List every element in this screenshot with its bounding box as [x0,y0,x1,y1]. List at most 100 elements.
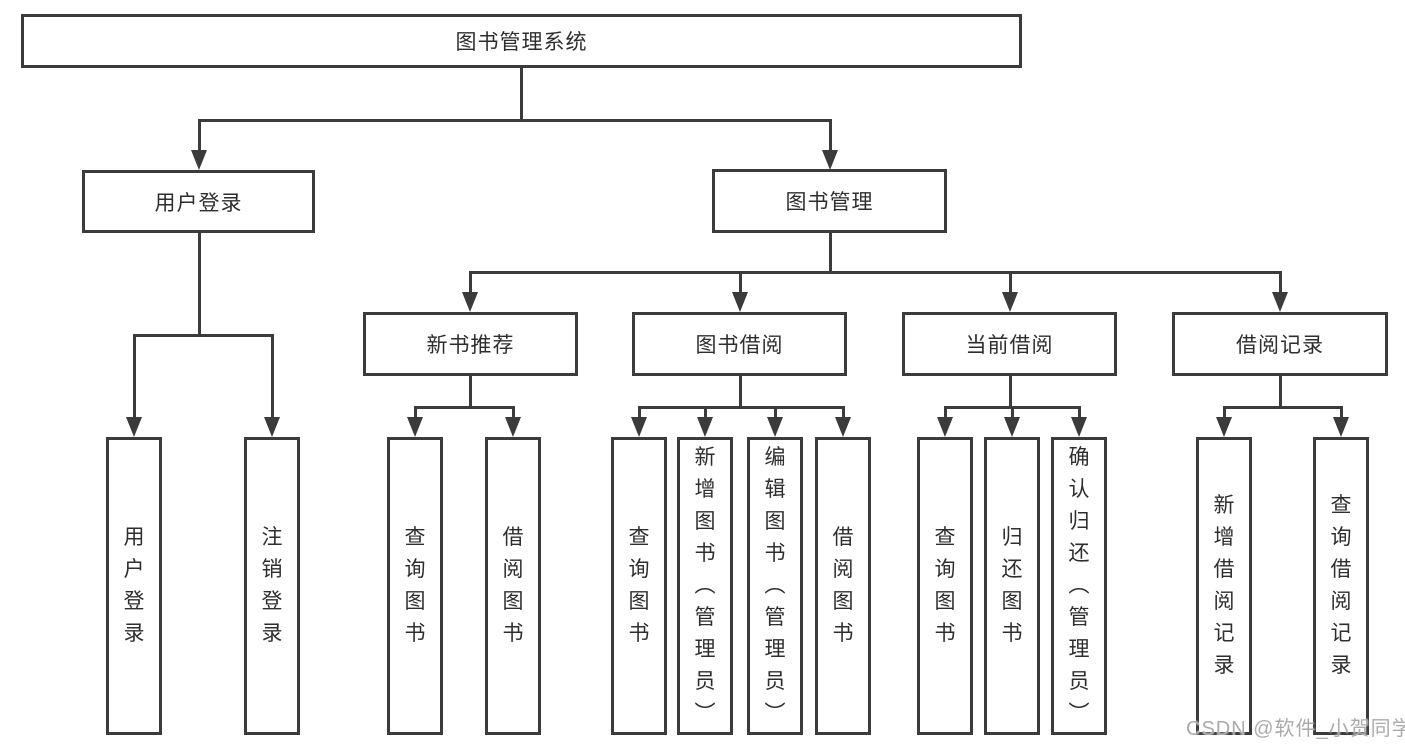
vertical-char: 登 [261,590,283,613]
vertical-char: 还 [1001,558,1023,581]
connector-line [637,407,641,421]
vertical-char: 查 [1330,494,1352,517]
vertical-char: 新 [694,446,716,469]
node-borrowing-records: 借阅记录 [1172,312,1388,376]
connector-line [943,407,947,421]
connector-line [841,407,845,421]
connector-line [828,233,832,272]
arrow-head-icon [937,417,953,437]
vertical-char: 书 [628,622,650,645]
vertical-char: 查 [404,526,426,549]
arrow-head-icon [1272,292,1288,312]
connector-line [132,333,274,337]
connector-line [773,407,777,421]
connector-line [1278,272,1282,296]
arrow-head-icon [1216,417,1232,437]
vertical-char: 图 [694,510,716,533]
arrow-head-icon [835,417,851,437]
vertical-char: 书 [1001,622,1023,645]
vertical-char: 询 [628,558,650,581]
vertical-char: 录 [1213,654,1235,677]
arrow-head-icon [462,292,478,312]
vertical-char: 书 [764,542,786,565]
vertical-char: 销 [261,558,283,581]
arrow-head-icon [264,417,280,437]
arrow-head-icon [1071,417,1087,437]
connector-line [519,68,523,120]
vertical-char: 图 [832,590,854,613]
connector-line [1077,407,1081,421]
arrow-head-icon [767,417,783,437]
node-book-management: 图书管理 [712,169,947,233]
vertical-char: 员 [1068,670,1090,693]
vertical-char: 注 [261,526,283,549]
vertical-char: 阅 [1330,590,1352,613]
node-library-management-system: 图书管理系统 [21,14,1022,68]
leaf-query-books-borrowing: 查询图书 [611,437,667,735]
arrow-head-icon [697,417,713,437]
vertical-char: 图 [502,590,524,613]
vertical-char: 查 [934,526,956,549]
leaf-user-login: 用户登录 [106,437,162,735]
arrow-head-icon [505,417,521,437]
connector-line [468,270,1282,274]
connector-line [197,233,201,336]
connector-line [703,407,707,421]
vertical-char: 理 [764,638,786,661]
vertical-char: 户 [123,558,145,581]
leaf-query-books-recommend: 查询图书 [387,437,443,735]
vertical-char: 书 [404,622,426,645]
vertical-char: 录 [261,622,283,645]
connector-line [1278,376,1282,408]
vertical-char: ︶ [764,702,786,725]
connector-line [1339,407,1343,421]
vertical-char: 询 [1330,526,1352,549]
vertical-char: ︵ [764,574,786,597]
vertical-char: 阅 [502,558,524,581]
arrow-head-icon [1333,417,1349,437]
vertical-char: ︵ [694,574,716,597]
vertical-char: ︶ [694,702,716,725]
connector-line [197,120,201,152]
vertical-char: 书 [694,542,716,565]
vertical-char: 图 [1001,590,1023,613]
vertical-char: 用 [123,526,145,549]
connector-line [738,376,742,408]
connector-line [132,335,136,421]
vertical-char: 记 [1330,622,1352,645]
connector-line [1010,407,1014,421]
node-new-book-recommendation: 新书推荐 [363,312,578,376]
vertical-char: 归 [1068,510,1090,533]
vertical-char: 借 [502,526,524,549]
vertical-char: 询 [934,558,956,581]
vertical-char: ︵ [1068,574,1090,597]
arrow-head-icon [822,150,838,170]
vertical-char: 录 [123,622,145,645]
connector-line [738,272,742,296]
vertical-char: 书 [502,622,524,645]
connector-line [1222,405,1343,409]
leaf-add-book-admin: 新增图书︵管理员︶ [677,437,733,735]
vertical-char: 图 [934,590,956,613]
vertical-char: 记 [1213,622,1235,645]
arrow-head-icon [1002,292,1018,312]
vertical-char: 录 [1330,654,1352,677]
leaf-borrow-books-recommend: 借阅图书 [485,437,541,735]
node-user-login: 用户登录 [82,170,315,233]
vertical-char: 归 [1001,526,1023,549]
vertical-char: 员 [764,670,786,693]
vertical-char: 图 [404,590,426,613]
connector-line [1008,376,1012,408]
arrow-head-icon [732,292,748,312]
vertical-char: 管 [1068,606,1090,629]
vertical-char: 认 [1068,478,1090,501]
vertical-char: 还 [1068,542,1090,565]
arrow-head-icon [1004,417,1020,437]
leaf-confirm-return-admin: 确认归还︵管理员︶ [1051,437,1107,735]
connector-line [468,376,472,408]
leaf-logout: 注销登录 [244,437,300,735]
vertical-char: 借 [1213,558,1235,581]
connector-line [270,335,274,421]
vertical-char: 编 [764,446,786,469]
